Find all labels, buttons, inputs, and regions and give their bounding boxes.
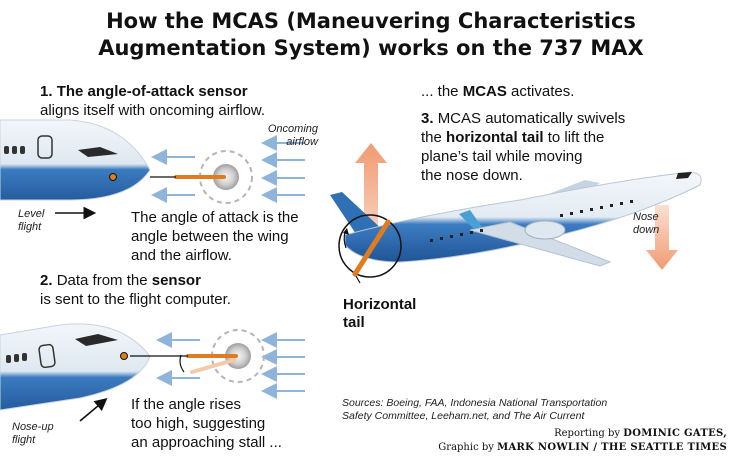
step2-number: 2. (40, 272, 53, 289)
reporter-name: DOMINIC GATES, (623, 428, 727, 439)
noseup-flight-pointer (79, 397, 108, 422)
step3-number: 3. (421, 110, 434, 127)
angle-def-line-1: The angle of attack is the (131, 209, 299, 226)
title-line-1: How the MCAS (Maneuvering Characteristic… (106, 9, 636, 33)
step1-text: aligns itself with oncoming airflow. (40, 102, 266, 119)
nose-down-line-2: down (633, 224, 660, 236)
nose-down-arrow (646, 205, 678, 270)
oncoming-airflow-line-1: Oncoming (267, 123, 318, 135)
diagram-title: How the MCAS (Maneuvering Characteristic… (0, 8, 742, 62)
level-flight-nose (0, 119, 151, 201)
step3-line-4: the nose down. (421, 167, 523, 184)
step2-caption: 2. Data from the sensor is sent to the f… (40, 271, 340, 309)
oncoming-airflow-line-2: airflow (286, 136, 318, 148)
step3-caption: 3. MCAS automatically swivels the horizo… (421, 109, 721, 185)
horizontal-tail-indicator (338, 214, 402, 284)
airflow-arrows-1 (151, 135, 305, 203)
horizontal-tail-line-2: tail (343, 314, 365, 331)
noseup-flight-nose (0, 323, 151, 411)
step3-horizontal-tail: horizontal tail (446, 129, 544, 146)
sources-line-2: Safety Committee, Leeham.net, and The Ai… (342, 410, 585, 422)
mcas-word: MCAS (462, 83, 507, 100)
angle-of-attack-definition: The angle of attack is the angle between… (131, 208, 341, 265)
step1-heading: The angle-of-attack sensor (56, 83, 248, 100)
level-flight-label: Level flight (18, 208, 58, 234)
step3-line-3: plane’s tail while moving (421, 148, 583, 165)
step3-line-1: MCAS automatically swivels (437, 110, 626, 127)
step1-caption: 1. The angle-of-attack sensor aligns its… (40, 82, 340, 120)
aoa-sensor-gauge-1 (150, 150, 253, 204)
step2-line-2: is sent to the flight computer. (40, 291, 231, 308)
angle-def-line-2: angle between the wing (131, 228, 289, 245)
mcas-activates-caption: ... the MCAS activates. (421, 82, 721, 101)
nose-down-line-1: Nose (633, 211, 659, 223)
stall-text-line-2: too high, suggesting (131, 415, 266, 432)
step2-lead: Data from the (56, 272, 148, 289)
title-line-2: Augmentation System) works on the 737 MA… (98, 36, 644, 60)
boeing-737-max (330, 171, 702, 267)
graphic-pre: Graphic by (438, 442, 494, 453)
stall-text-line-3: an approaching stall ... (131, 434, 282, 451)
angle-def-line-3: and the airflow. (131, 247, 232, 264)
noseup-flight-line-2: flight (12, 434, 36, 446)
mcas-activates-pre: ... the (421, 83, 459, 100)
noseup-flight-line-1: Nose-up (12, 421, 54, 433)
graphic-credit: MARK NOWLIN / THE SEATTLE TIMES (497, 442, 727, 453)
step2-sensor-word: sensor (151, 272, 201, 289)
airflow-arrows-2 (156, 332, 305, 399)
nose-down-label: Nose down (633, 211, 673, 237)
step3-line-2-post: to lift the (547, 129, 605, 146)
horizontal-tail-line-1: Horizontal (343, 296, 417, 313)
sources-note: Sources: Boeing, FAA, Indonesia National… (342, 397, 662, 423)
mcas-activates-post: activates. (511, 83, 575, 100)
reporting-pre: Reporting by (554, 428, 621, 439)
level-flight-line-1: Level (18, 208, 45, 220)
horizontal-tail-label: Horizontal tail (343, 296, 463, 332)
sources-line-1: Sources: Boeing, FAA, Indonesia National… (342, 397, 608, 409)
step1-number: 1. (40, 83, 53, 100)
nose-up-arrow (355, 143, 387, 258)
step3-line-2-pre: the (421, 129, 442, 146)
stall-warning-text: If the angle rises too high, suggesting … (131, 395, 341, 452)
oncoming-airflow-label: Oncoming airflow (258, 123, 318, 149)
level-flight-line-2: flight (18, 221, 42, 233)
aoa-sensor-gauge-2 (130, 329, 265, 383)
credits: Reporting by DOMINIC GATES, Graphic by M… (392, 427, 727, 455)
stall-text-line-1: If the angle rises (131, 396, 242, 413)
noseup-flight-label: Nose-up flight (12, 421, 72, 447)
